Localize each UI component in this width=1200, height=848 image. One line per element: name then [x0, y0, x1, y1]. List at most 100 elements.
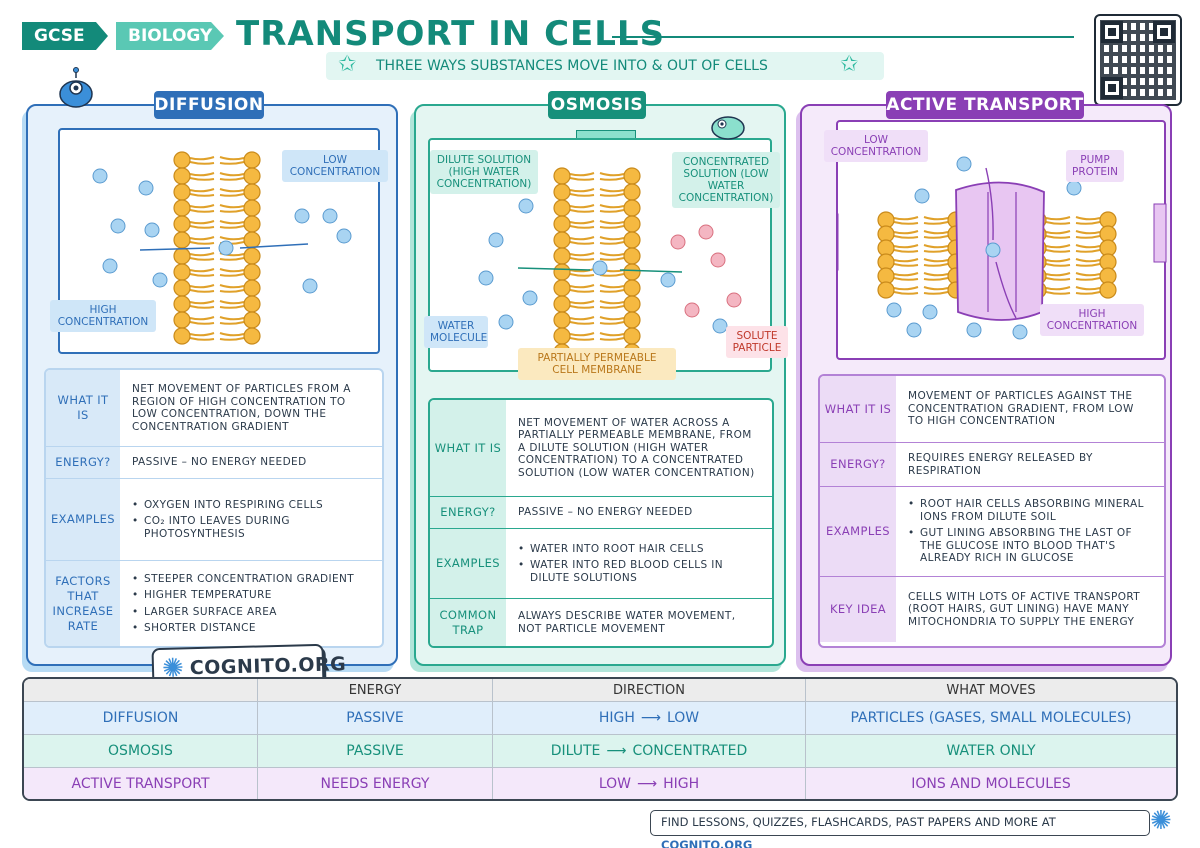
phospholipid [173, 167, 215, 185]
phospholipid [553, 247, 595, 265]
particle [322, 208, 338, 224]
bullet-item: ROOT HAIR CELLS ABSORBING MINERAL IONS F… [908, 498, 1152, 523]
footer-link[interactable]: COGNITO.ORG [661, 838, 753, 848]
protein-fragment [1153, 203, 1167, 263]
info-value: ROOT HAIR CELLS ABSORBING MINERAL IONS F… [896, 487, 1164, 576]
water-particle [660, 272, 676, 288]
star-icon: ✩ [840, 52, 859, 77]
particle [218, 240, 234, 256]
bullet-item: OXYGEN INTO RESPIRING CELLS [132, 499, 370, 512]
pump-protein-label: PUMP PROTEIN [1066, 150, 1124, 182]
particle [110, 218, 126, 234]
water-particle [522, 290, 538, 306]
particle [152, 272, 168, 288]
phospholipid [219, 263, 261, 281]
solute-particle [670, 234, 686, 250]
phospholipid [553, 327, 595, 345]
direction-to: CONCENTRATED [632, 743, 748, 759]
info-key: WHAT IT IS [46, 370, 120, 446]
info-value: OXYGEN INTO RESPIRING CELLSCO₂ INTO LEAV… [120, 479, 382, 560]
phospholipid [553, 215, 595, 233]
direction-cell: LOW ⟶ HIGH [492, 768, 805, 799]
particle [336, 228, 352, 244]
particle [886, 302, 902, 318]
bullet-item: HIGHER TEMPERATURE [132, 589, 370, 602]
arrow-right-icon: ⟶ [640, 710, 661, 726]
summary-header-cell: DIRECTION [492, 679, 805, 701]
direction-from: DILUTE [550, 743, 601, 759]
phospholipid [173, 311, 215, 329]
particle [302, 278, 318, 294]
info-value: WATER INTO ROOT HAIR CELLSWATER INTO RED… [506, 529, 772, 598]
phospholipid [553, 199, 595, 217]
info-value: STEEPER CONCENTRATION GRADIENTHIGHER TEM… [120, 561, 382, 646]
particle [956, 156, 972, 172]
solute-particle-label: SOLUTE PARTICLE [726, 326, 788, 358]
info-value: MOVEMENT OF PARTICLES AGAINST THE CONCEN… [896, 376, 1164, 442]
energy-cell: NEEDS ENERGY [257, 768, 492, 799]
direction-cell: DILUTE ⟶ CONCENTRATED [492, 735, 805, 767]
phospholipid [173, 199, 215, 217]
direction-to: HIGH [663, 776, 700, 792]
info-row: EXAMPLESOXYGEN INTO RESPIRING CELLSCO₂ I… [46, 478, 382, 560]
phospholipid [1075, 281, 1117, 299]
info-row: ENERGY?PASSIVE – NO ENERGY NEEDED [430, 496, 772, 528]
phospholipid [877, 267, 919, 285]
phospholipid [553, 279, 595, 297]
info-key: KEY IDEA [820, 577, 896, 642]
gcse-tag: GCSE [22, 22, 108, 50]
phospholipid [219, 151, 261, 169]
biology-tag: BIOLOGY [116, 22, 224, 50]
phospholipid [553, 311, 595, 329]
process-name: ACTIVE TRANSPORT [71, 776, 210, 792]
info-key: ENERGY? [820, 443, 896, 486]
phospholipid [553, 295, 595, 313]
arrow-right-icon [239, 243, 309, 249]
solute-particle [698, 224, 714, 240]
info-key: WHAT IT IS [430, 400, 506, 496]
direction-cell: HIGH ⟶ LOW [492, 702, 805, 734]
phospholipid [173, 215, 215, 233]
info-key: ENERGY? [46, 447, 120, 478]
particle [1012, 324, 1028, 340]
direction-from: HIGH [598, 710, 635, 726]
phospholipid [553, 231, 595, 249]
phospholipid [553, 263, 595, 281]
phospholipid [173, 279, 215, 297]
high-concentration-label: HIGH CONCENTRATION [50, 300, 156, 332]
phospholipid [877, 225, 919, 243]
page-title: TRANSPORT IN CELLS [236, 14, 666, 54]
phospholipid [1075, 253, 1117, 271]
info-text: MOVEMENT OF PARTICLES AGAINST THE CONCEN… [908, 390, 1134, 428]
qr-eye [1153, 21, 1175, 43]
arrow-right-icon: ⟶ [637, 776, 658, 792]
osmosis-membrane-illustration [478, 167, 742, 361]
title-divider [612, 36, 1074, 38]
solute-particle [726, 292, 742, 308]
process-name: DIFFUSION [102, 710, 179, 726]
arrow-down-icon [995, 261, 1017, 319]
membrane-label: PARTIALLY PERMEABLE CELL MEMBRANE [518, 348, 676, 380]
phospholipid [1075, 211, 1117, 229]
phospholipid [1075, 267, 1117, 285]
info-key: EXAMPLES [46, 479, 120, 560]
what-moves-cell: IONS AND MOLECULES [805, 768, 1176, 799]
phospholipid [599, 247, 641, 265]
solute-particle [684, 302, 700, 318]
phospholipid [599, 199, 641, 217]
arrow-right-icon [517, 267, 591, 271]
phospholipid [219, 295, 261, 313]
phospholipid [1075, 239, 1117, 257]
subtitle-banner [326, 52, 884, 80]
qr-code[interactable] [1094, 14, 1182, 106]
info-text: PASSIVE – NO ENERGY NEEDED [132, 456, 307, 469]
direction-to: LOW [666, 710, 700, 726]
water-particle [498, 314, 514, 330]
water-molecule-label: WATER MOLECULE [424, 316, 488, 348]
phospholipid [173, 327, 215, 345]
info-text: PASSIVE – NO ENERGY NEEDED [518, 506, 693, 519]
phospholipid [219, 167, 261, 185]
